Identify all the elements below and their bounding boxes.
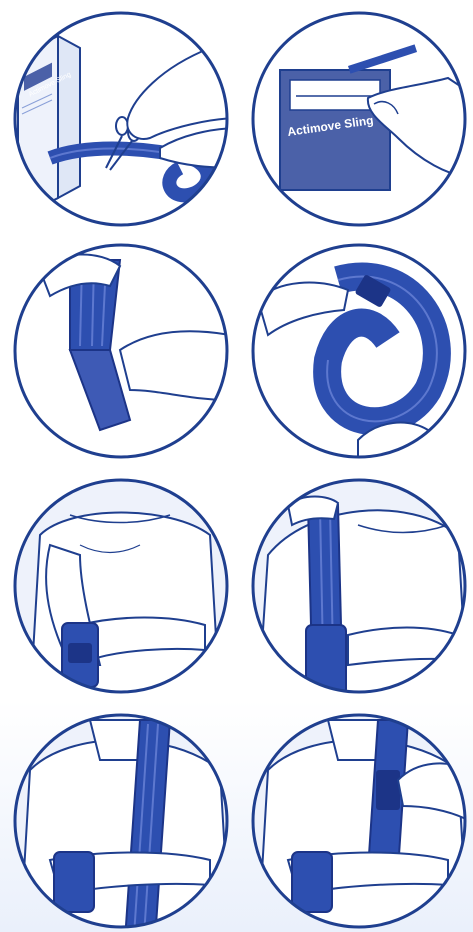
wrist-cuff (306, 625, 346, 695)
step-3-panel (10, 240, 232, 462)
torso (20, 740, 230, 932)
step-5-panel (10, 475, 232, 697)
step-4-panel (248, 240, 470, 462)
product-box: Actimove Sling (18, 36, 80, 218)
product-packet: Actimove Sling (280, 70, 390, 190)
torso (258, 510, 468, 697)
forearm (348, 628, 458, 666)
hand-right (120, 331, 230, 400)
wrist-cuff (54, 852, 94, 912)
step-2-panel: Actimove Sling (248, 8, 470, 230)
step-1-panel: Actimove Sling (10, 8, 232, 230)
buckle (376, 770, 400, 810)
cuff-buckle (68, 643, 92, 663)
step-7-panel (10, 710, 232, 932)
wrist-cuff (292, 852, 332, 912)
step-6-panel (248, 475, 470, 697)
step-8-panel (248, 710, 470, 932)
